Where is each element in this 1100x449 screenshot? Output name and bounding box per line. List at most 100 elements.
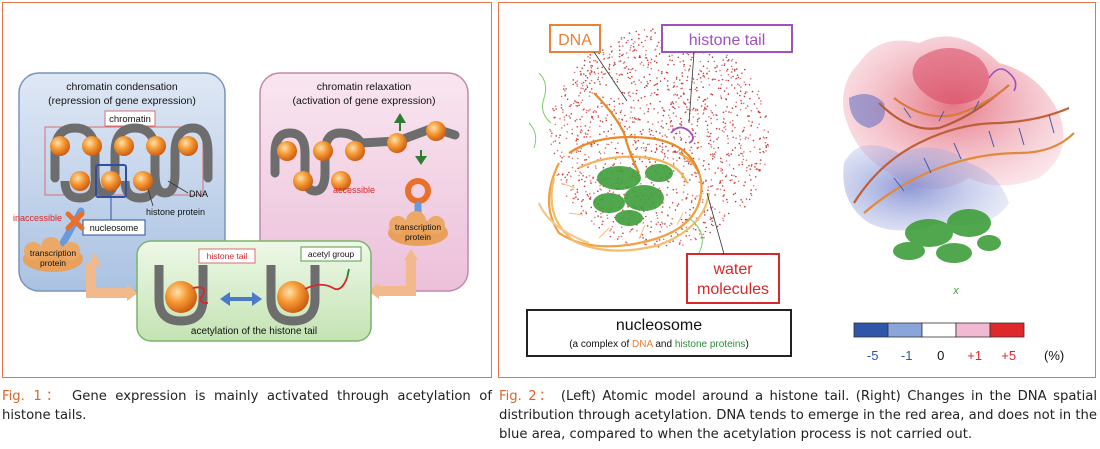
water-label-box — [686, 253, 780, 304]
histone-ball — [313, 141, 333, 161]
relaxation-subtitle: (activation of gene expression) — [293, 95, 436, 107]
histone-ball — [133, 171, 153, 191]
dna-density-cloud — [843, 36, 1064, 231]
condensation-subtitle: (repression of gene expression) — [48, 95, 196, 107]
accessible-ring-icon — [405, 178, 431, 204]
histone-tail-label-box — [198, 248, 256, 264]
figure-2-diagram: DNA histone tail water molecules nucleos… — [526, 24, 1075, 363]
figure-2-caption-text: (Left) Atomic model around a histone tai… — [499, 389, 1097, 442]
acetyl-down-arrow-icon — [415, 150, 427, 165]
histone-tail-label: histone tail — [207, 251, 248, 261]
color-scale-ticks: -5 -1 0 +1 +5 — [867, 348, 1016, 363]
tp-left-line-2: protein — [40, 258, 66, 268]
histone-ball — [114, 136, 134, 156]
histone-ball — [82, 136, 102, 156]
histone-tail-squiggle — [192, 286, 209, 304]
water-label-line-1: water — [712, 261, 753, 278]
fig2-nucleosome-title: nucleosome — [616, 317, 702, 334]
scale-tick-label: +1 — [967, 348, 982, 363]
histone-ball — [277, 141, 297, 161]
tp-right-line-2: protein — [405, 232, 431, 242]
relaxation-title: chromatin relaxation — [317, 81, 412, 93]
water-pointer — [706, 192, 725, 255]
dna-loop-1 — [60, 180, 100, 203]
condensation-title: chromatin condensation — [66, 81, 178, 93]
histone-proteins-right — [893, 209, 1001, 263]
tp-left-line-1: transcription — [30, 248, 77, 258]
acetylated-tail — [304, 277, 348, 291]
scale-tick-label: +5 — [1001, 348, 1016, 363]
left-flow-arrow — [86, 263, 128, 298]
double-arrow-icon — [220, 292, 262, 306]
histone-tail-model-right — [988, 68, 1017, 92]
scale-unit-label: (%) — [1044, 348, 1064, 363]
histone-ball — [146, 136, 166, 156]
histone-ball — [277, 281, 309, 313]
figure-1-caption-prefix: Fig. 1： — [2, 389, 64, 404]
scale-tick-label: 0 — [937, 348, 944, 363]
tp-right-line-1: transcription — [395, 222, 442, 232]
fig2-histone-tail-label: histone tail — [689, 32, 766, 49]
scale-tick-label: -1 — [901, 348, 913, 363]
fig2-dna-label: DNA — [558, 32, 592, 49]
accessible-label: accessible — [333, 185, 375, 195]
figure-2-caption-prefix: Fig. 2： — [499, 389, 555, 404]
nucleosome-label: nucleosome — [90, 223, 139, 233]
histone-ball — [50, 136, 70, 156]
histone-ball — [387, 133, 407, 153]
histone-ball — [293, 171, 313, 191]
figure-2-panel: DNA histone tail water molecules nucleos… — [498, 2, 1096, 378]
scale-swatch — [853, 322, 889, 338]
histone-ball — [178, 136, 198, 156]
transcription-protein-right-icon — [388, 211, 448, 246]
acetyl-group-mark — [346, 268, 350, 279]
relaxed-dna-fiber — [270, 123, 460, 196]
scale-swatch — [887, 322, 923, 338]
histone-ball — [70, 171, 90, 191]
figure-1-caption: Fig. 1： Gene expression is mainly activa… — [2, 387, 492, 425]
dna-pointer — [167, 180, 189, 194]
figure-1-diagram: chromatin condensation (repression of ge… — [13, 72, 469, 342]
histone-protein-pointer — [147, 188, 154, 207]
figure-1-caption-text: Gene expression is mainly activated thro… — [2, 389, 492, 423]
acetyl-group-label: acetyl group — [308, 249, 355, 259]
dna-model-right — [853, 84, 1075, 214]
histone-ball — [345, 141, 365, 161]
dna-rungs-right — [893, 100, 1055, 192]
scale-swatch — [955, 322, 991, 338]
scale-swatch — [989, 322, 1025, 338]
histone-coils-left — [528, 72, 703, 254]
figure-1-panel: chromatin condensation (repression of ge… — [2, 2, 492, 378]
histone-tail-model — [670, 126, 694, 144]
x-axis-mark: x — [952, 285, 959, 297]
nucleosome-box — [526, 309, 792, 357]
inaccessible-label: inaccessible — [13, 213, 62, 223]
right-flow-arrow — [378, 258, 416, 296]
fig2-histone-tail-label-box — [661, 24, 793, 53]
histone-ball — [426, 121, 446, 141]
histone-protein-label: histone protein — [146, 207, 205, 217]
dna-model-left — [537, 92, 711, 252]
nucleosome-unacetylated — [154, 265, 208, 326]
histone-ball — [165, 281, 197, 313]
fig2-dna-label-box — [549, 24, 601, 53]
fig2-nucleosome-subtitle: (a complex of DNA and histone proteins) — [569, 339, 749, 350]
acetyl-up-arrow-icon — [394, 113, 406, 131]
transcription-protein-left-icon — [23, 237, 83, 272]
histone-ball — [101, 171, 121, 191]
scale-swatch — [921, 322, 957, 338]
blocked-x-icon — [65, 211, 85, 231]
histone-ball — [331, 171, 351, 191]
water-label-line-2: molecules — [697, 281, 769, 298]
chromatin-label: chromatin — [109, 114, 151, 125]
dna-label: DNA — [189, 189, 208, 199]
acetylation-label: acetylation of the histone tail — [191, 326, 317, 337]
color-scale-bar — [853, 322, 1025, 338]
fig2-dna-pointer — [593, 51, 628, 102]
dna-rungs-left — [560, 182, 705, 240]
figure-2-caption: Fig. 2： (Left) Atomic model around a his… — [499, 387, 1097, 444]
acetyl-group-label-box — [300, 246, 362, 262]
scale-tick-label: -5 — [867, 348, 879, 363]
histone-proteins-left — [593, 164, 673, 226]
fig2-histone-tail-pointer — [688, 51, 695, 124]
